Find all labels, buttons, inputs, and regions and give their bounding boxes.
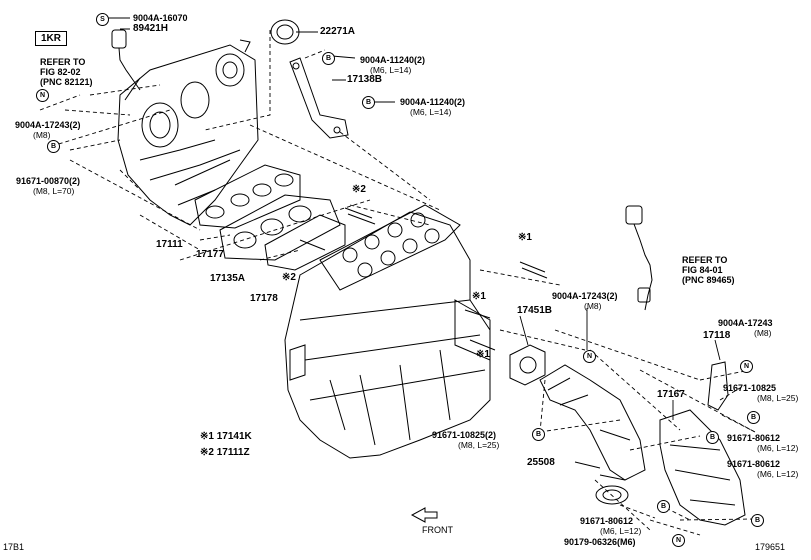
ref-line1: REFER TO bbox=[682, 255, 728, 265]
note-part: 17141K bbox=[216, 431, 252, 442]
part-label-91671-10825[interactable]: 91671-10825 bbox=[723, 383, 777, 393]
badge-n: N bbox=[740, 360, 753, 373]
part-label-91671-80612[interactable]: 91671-80612 bbox=[727, 459, 781, 469]
map-sensor-drawing bbox=[111, 29, 141, 91]
part-label-9004a-11240[interactable]: 9004A-11240(2) bbox=[400, 97, 466, 107]
part-spec: (M8, L=25) bbox=[757, 393, 799, 403]
part-label-17451b[interactable]: 17451B bbox=[517, 305, 553, 316]
bracket-17138b-drawing bbox=[289, 57, 349, 139]
part-label-9004a-17243[interactable]: 9004A-17243(2) bbox=[15, 120, 81, 130]
intake-manifold-drawing bbox=[117, 39, 259, 226]
part-spec: (M8) bbox=[33, 130, 51, 140]
part-label-17178[interactable]: 17178 bbox=[250, 293, 278, 304]
callout-mark-2: ※2 bbox=[282, 272, 296, 283]
page-code-right: 179651 bbox=[755, 542, 786, 552]
part-label-9004a-11240[interactable]: 9004A-11240(2) bbox=[360, 55, 426, 65]
gasket-22271a-drawing bbox=[270, 19, 300, 45]
bracket-17118-drawing bbox=[707, 361, 729, 411]
badge-b: B bbox=[47, 140, 60, 153]
callout-mark-1: ※1 bbox=[476, 349, 490, 360]
gasket-17451b-drawing bbox=[509, 344, 546, 386]
callout-mark-2: ※2 bbox=[352, 184, 366, 195]
part-label-91671-80612[interactable]: 91671-80612 bbox=[580, 516, 634, 526]
part-spec: (M6, L=14) bbox=[370, 65, 412, 75]
reference-note[interactable]: REFER TO FIG 82-02 (PNC 82121) bbox=[40, 57, 93, 87]
badge-n: N bbox=[36, 89, 49, 102]
part-spec: (M8) bbox=[754, 328, 772, 338]
badge-b: B bbox=[362, 96, 375, 109]
part-spec: (M6, L=14) bbox=[410, 107, 452, 117]
engine-block-drawing bbox=[284, 204, 491, 459]
part-label-91671-80612[interactable]: 91671-80612 bbox=[727, 433, 781, 443]
part-spec: (M6, L=12) bbox=[600, 526, 642, 536]
part-label-9004a-17243[interactable]: 9004A-17243(2) bbox=[552, 291, 618, 301]
part-spec: (M6, L=12) bbox=[757, 443, 799, 453]
badge-b: B bbox=[747, 411, 760, 424]
reference-note[interactable]: REFER TO FIG 84-01 (PNC 89465) bbox=[682, 255, 735, 285]
note-mark: ※2 bbox=[200, 447, 214, 458]
front-label: FRONT bbox=[422, 525, 453, 535]
legend-note-2: ※2 17111Z bbox=[200, 448, 250, 458]
badge-b: B bbox=[657, 500, 670, 513]
badge-b: B bbox=[751, 514, 764, 527]
ref-line3: (PNC 82121) bbox=[40, 77, 93, 87]
intake-gaskets-drawing bbox=[194, 164, 346, 271]
note-mark: ※1 bbox=[200, 431, 214, 442]
part-spec: (M8, L=70) bbox=[33, 186, 75, 196]
page-code-left: 17B1 bbox=[3, 542, 25, 552]
part-label-25508[interactable]: 25508 bbox=[527, 457, 555, 468]
part-spec: (M6, L=12) bbox=[757, 469, 799, 479]
part-label-9004a-17243[interactable]: 9004A-17243 bbox=[718, 318, 773, 328]
note-part: 17111Z bbox=[216, 447, 250, 458]
ref-line1: REFER TO bbox=[40, 57, 86, 67]
badge-s: S bbox=[96, 13, 109, 26]
ref-line2: FIG 82-02 bbox=[40, 67, 81, 77]
badge-b: B bbox=[322, 52, 335, 65]
part-spec: (M8) bbox=[584, 301, 602, 311]
ref-line3: (PNC 89465) bbox=[682, 275, 735, 285]
part-label-90179-06326[interactable]: 90179-06326(M6) bbox=[564, 537, 636, 547]
part-label-17167[interactable]: 17167 bbox=[657, 389, 685, 400]
part-label-91671-10825[interactable]: 91671-10825(2) bbox=[432, 430, 497, 440]
part-label-17135a[interactable]: 17135A bbox=[210, 273, 246, 284]
badge-b: B bbox=[532, 428, 545, 441]
part-spec: (M8, L=25) bbox=[458, 440, 500, 450]
ref-line2: FIG 84-01 bbox=[682, 265, 723, 275]
badge-n: N bbox=[583, 350, 596, 363]
badge-b: B bbox=[706, 431, 719, 444]
part-label-91671-00870[interactable]: 91671-00870(2) bbox=[16, 176, 81, 186]
part-label-17177[interactable]: 17177 bbox=[196, 249, 224, 260]
oxygen-sensor-drawing bbox=[625, 205, 653, 311]
part-label-17111[interactable]: 17111 bbox=[156, 239, 183, 250]
exhaust-manifold-drawing bbox=[539, 364, 646, 505]
part-label-17118[interactable]: 17118 bbox=[703, 330, 731, 341]
studs-drawing bbox=[299, 207, 548, 351]
badge-n: N bbox=[672, 534, 685, 547]
front-arrow bbox=[410, 507, 438, 523]
part-label-9004a-16070[interactable]: 9004A-16070 bbox=[133, 13, 188, 23]
part-label-17138b[interactable]: 17138B bbox=[347, 74, 383, 85]
callout-mark-1: ※1 bbox=[518, 232, 532, 243]
engine-model-tag: 1KR bbox=[35, 31, 68, 46]
part-label-22271a[interactable]: 22271A bbox=[320, 26, 356, 37]
legend-note-1: ※1 17141K bbox=[200, 432, 252, 442]
part-label-89421h[interactable]: 89421H bbox=[133, 23, 169, 34]
callout-mark-1: ※1 bbox=[472, 291, 486, 302]
heat-insulator-drawing bbox=[659, 409, 746, 526]
